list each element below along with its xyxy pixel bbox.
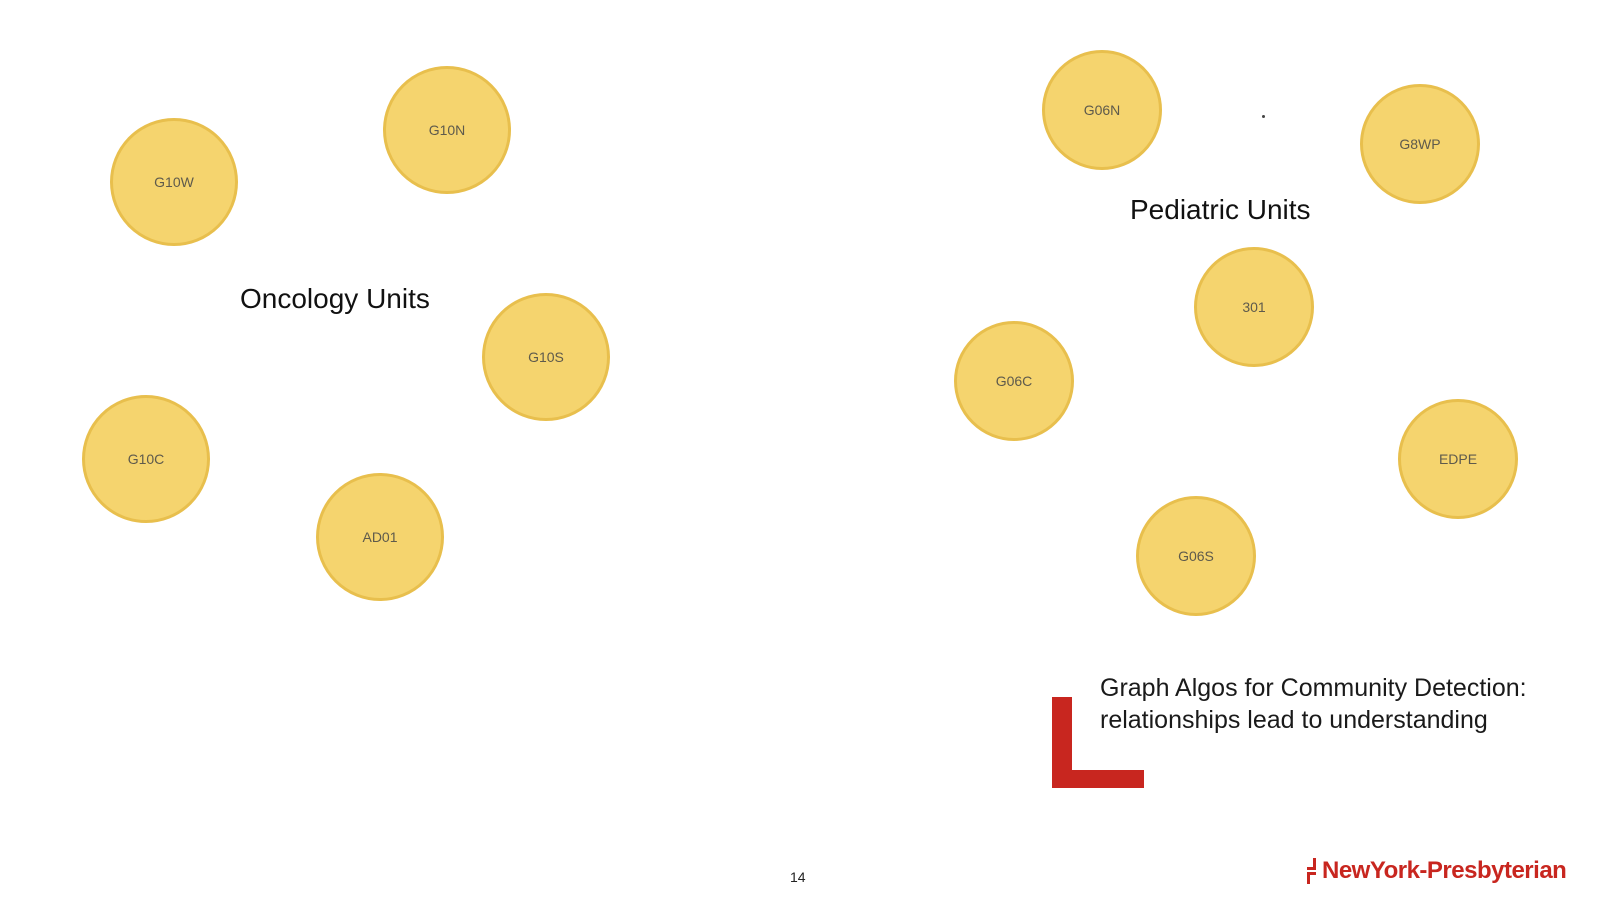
logo-text: NewYork-Presbyterian xyxy=(1322,857,1567,884)
node-g8wp: G8WP xyxy=(1360,84,1480,204)
caption: Graph Algos for Community Detection: rel… xyxy=(1100,672,1527,736)
node-g10w: G10W xyxy=(110,118,238,246)
logo-mark-icon xyxy=(1307,858,1319,884)
page-number: 14 xyxy=(790,869,806,885)
node-ad01: AD01 xyxy=(316,473,444,601)
stray-dot xyxy=(1262,115,1265,118)
caption-line-2: relationships lead to understanding xyxy=(1100,706,1488,734)
caption-line-1: Graph Algos for Community Detection: xyxy=(1100,674,1527,702)
pediatric-group-label: Pediatric Units xyxy=(1130,194,1311,225)
red-l-accent xyxy=(1052,697,1144,788)
newyork-presbyterian-logo: NewYork-Presbyterian xyxy=(1307,857,1567,885)
node-g06n: G06N xyxy=(1042,50,1162,170)
node-edpe: EDPE xyxy=(1398,399,1518,519)
red-l-vertical-bar xyxy=(1052,697,1072,788)
node-g06s: G06S xyxy=(1136,496,1256,616)
node-g10n: G10N xyxy=(383,66,511,194)
node-g06c: G06C xyxy=(954,321,1074,441)
red-l-horizontal-bar xyxy=(1052,770,1144,788)
node-g10c: G10C xyxy=(82,395,210,523)
oncology-group-label: Oncology Units xyxy=(240,283,430,314)
node-g10s: G10S xyxy=(482,293,610,421)
node-301: 301 xyxy=(1194,247,1314,367)
